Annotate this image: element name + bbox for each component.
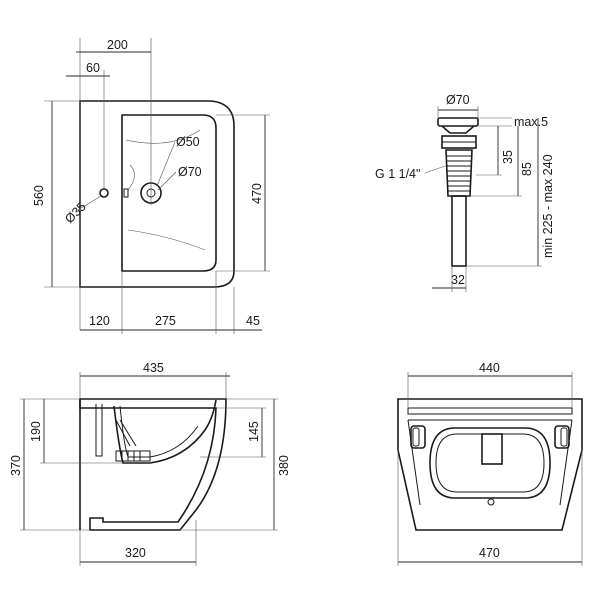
tap-hole <box>99 188 109 198</box>
drain-dim-32: 32 <box>451 273 465 287</box>
side-view: 435 190 370 145 380 320 <box>9 361 291 566</box>
side-dim-370: 370 <box>9 455 23 476</box>
side-dim-190: 190 <box>29 421 43 442</box>
dim-45: 45 <box>246 314 260 328</box>
dim-275: 275 <box>155 314 176 328</box>
back-dim-440: 440 <box>479 361 500 375</box>
overflow-slot <box>123 188 129 198</box>
dim-d50: Ø50 <box>176 135 200 149</box>
side-profile <box>79 398 227 531</box>
drain-thread-label: G 1 1/4" <box>375 167 420 181</box>
back-view: 440 470 <box>397 361 583 566</box>
dim-60: 60 <box>86 61 100 75</box>
side-dim-380: 380 <box>277 455 291 476</box>
mount-slot-left <box>410 425 426 449</box>
outlet-box <box>481 433 503 465</box>
side-dim-145: 145 <box>247 421 261 442</box>
drain-dim-85: 85 <box>520 162 534 176</box>
dim-470: 470 <box>250 183 264 204</box>
dim-d35: Ø35 <box>62 199 89 226</box>
basin-outline <box>79 100 235 288</box>
dim-120: 120 <box>89 314 110 328</box>
side-dim-320: 320 <box>125 546 146 560</box>
drain-dim-35: 35 <box>501 150 515 164</box>
bowl-outline <box>121 114 217 272</box>
drain-view: Ø70 max.5 35 85 min 225 - max 240 G 1 1/… <box>375 93 555 292</box>
back-dim-470: 470 <box>479 546 500 560</box>
top-view: 200 60 560 470 Ø50 Ø70 Ø35 120 275 45 <box>32 38 270 334</box>
dim-200: 200 <box>107 38 128 52</box>
drain-dim-range: min 225 - max 240 <box>541 154 555 258</box>
side-dim-435: 435 <box>143 361 164 375</box>
dim-560: 560 <box>32 185 46 206</box>
drain-dim-d70: Ø70 <box>446 93 470 107</box>
drain-dim-max5: max.5 <box>514 115 548 129</box>
mount-slot-right <box>554 425 570 449</box>
back-recess <box>429 427 551 499</box>
dim-d70: Ø70 <box>178 165 202 179</box>
